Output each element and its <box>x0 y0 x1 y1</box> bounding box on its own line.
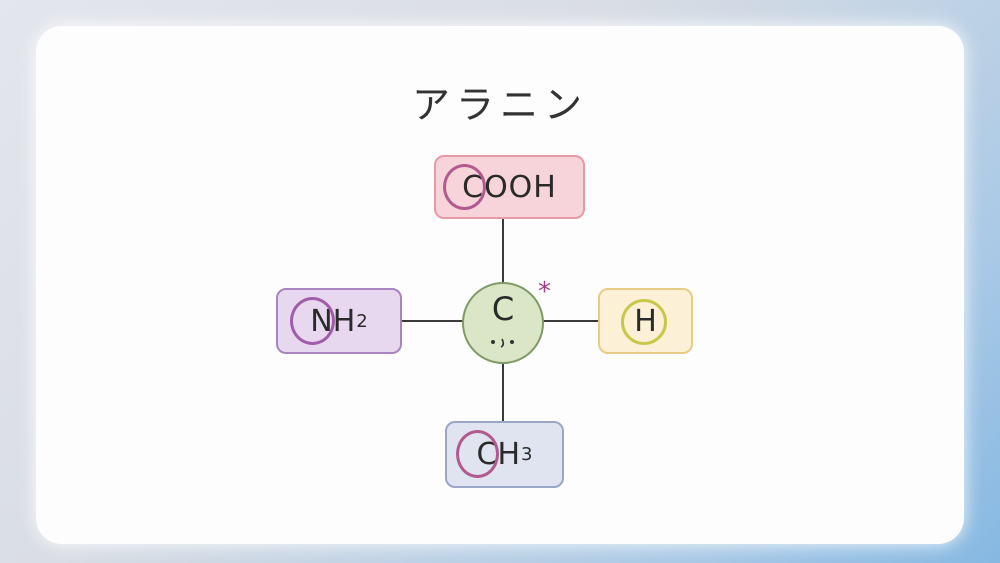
chiral-marker: * <box>538 277 551 307</box>
group-top-ring <box>443 164 486 210</box>
group-bottom-subscript: 3 <box>521 444 533 465</box>
group-left-ring <box>290 297 335 345</box>
group-bottom-ring <box>456 430 499 478</box>
center-carbon <box>462 282 544 364</box>
center-carbon-label: C <box>491 290 515 328</box>
page-title: アラニン <box>411 83 588 127</box>
group-right-ring <box>621 299 667 345</box>
smiley-face-icon <box>491 338 514 348</box>
group-left-subscript: 2 <box>356 310 368 332</box>
